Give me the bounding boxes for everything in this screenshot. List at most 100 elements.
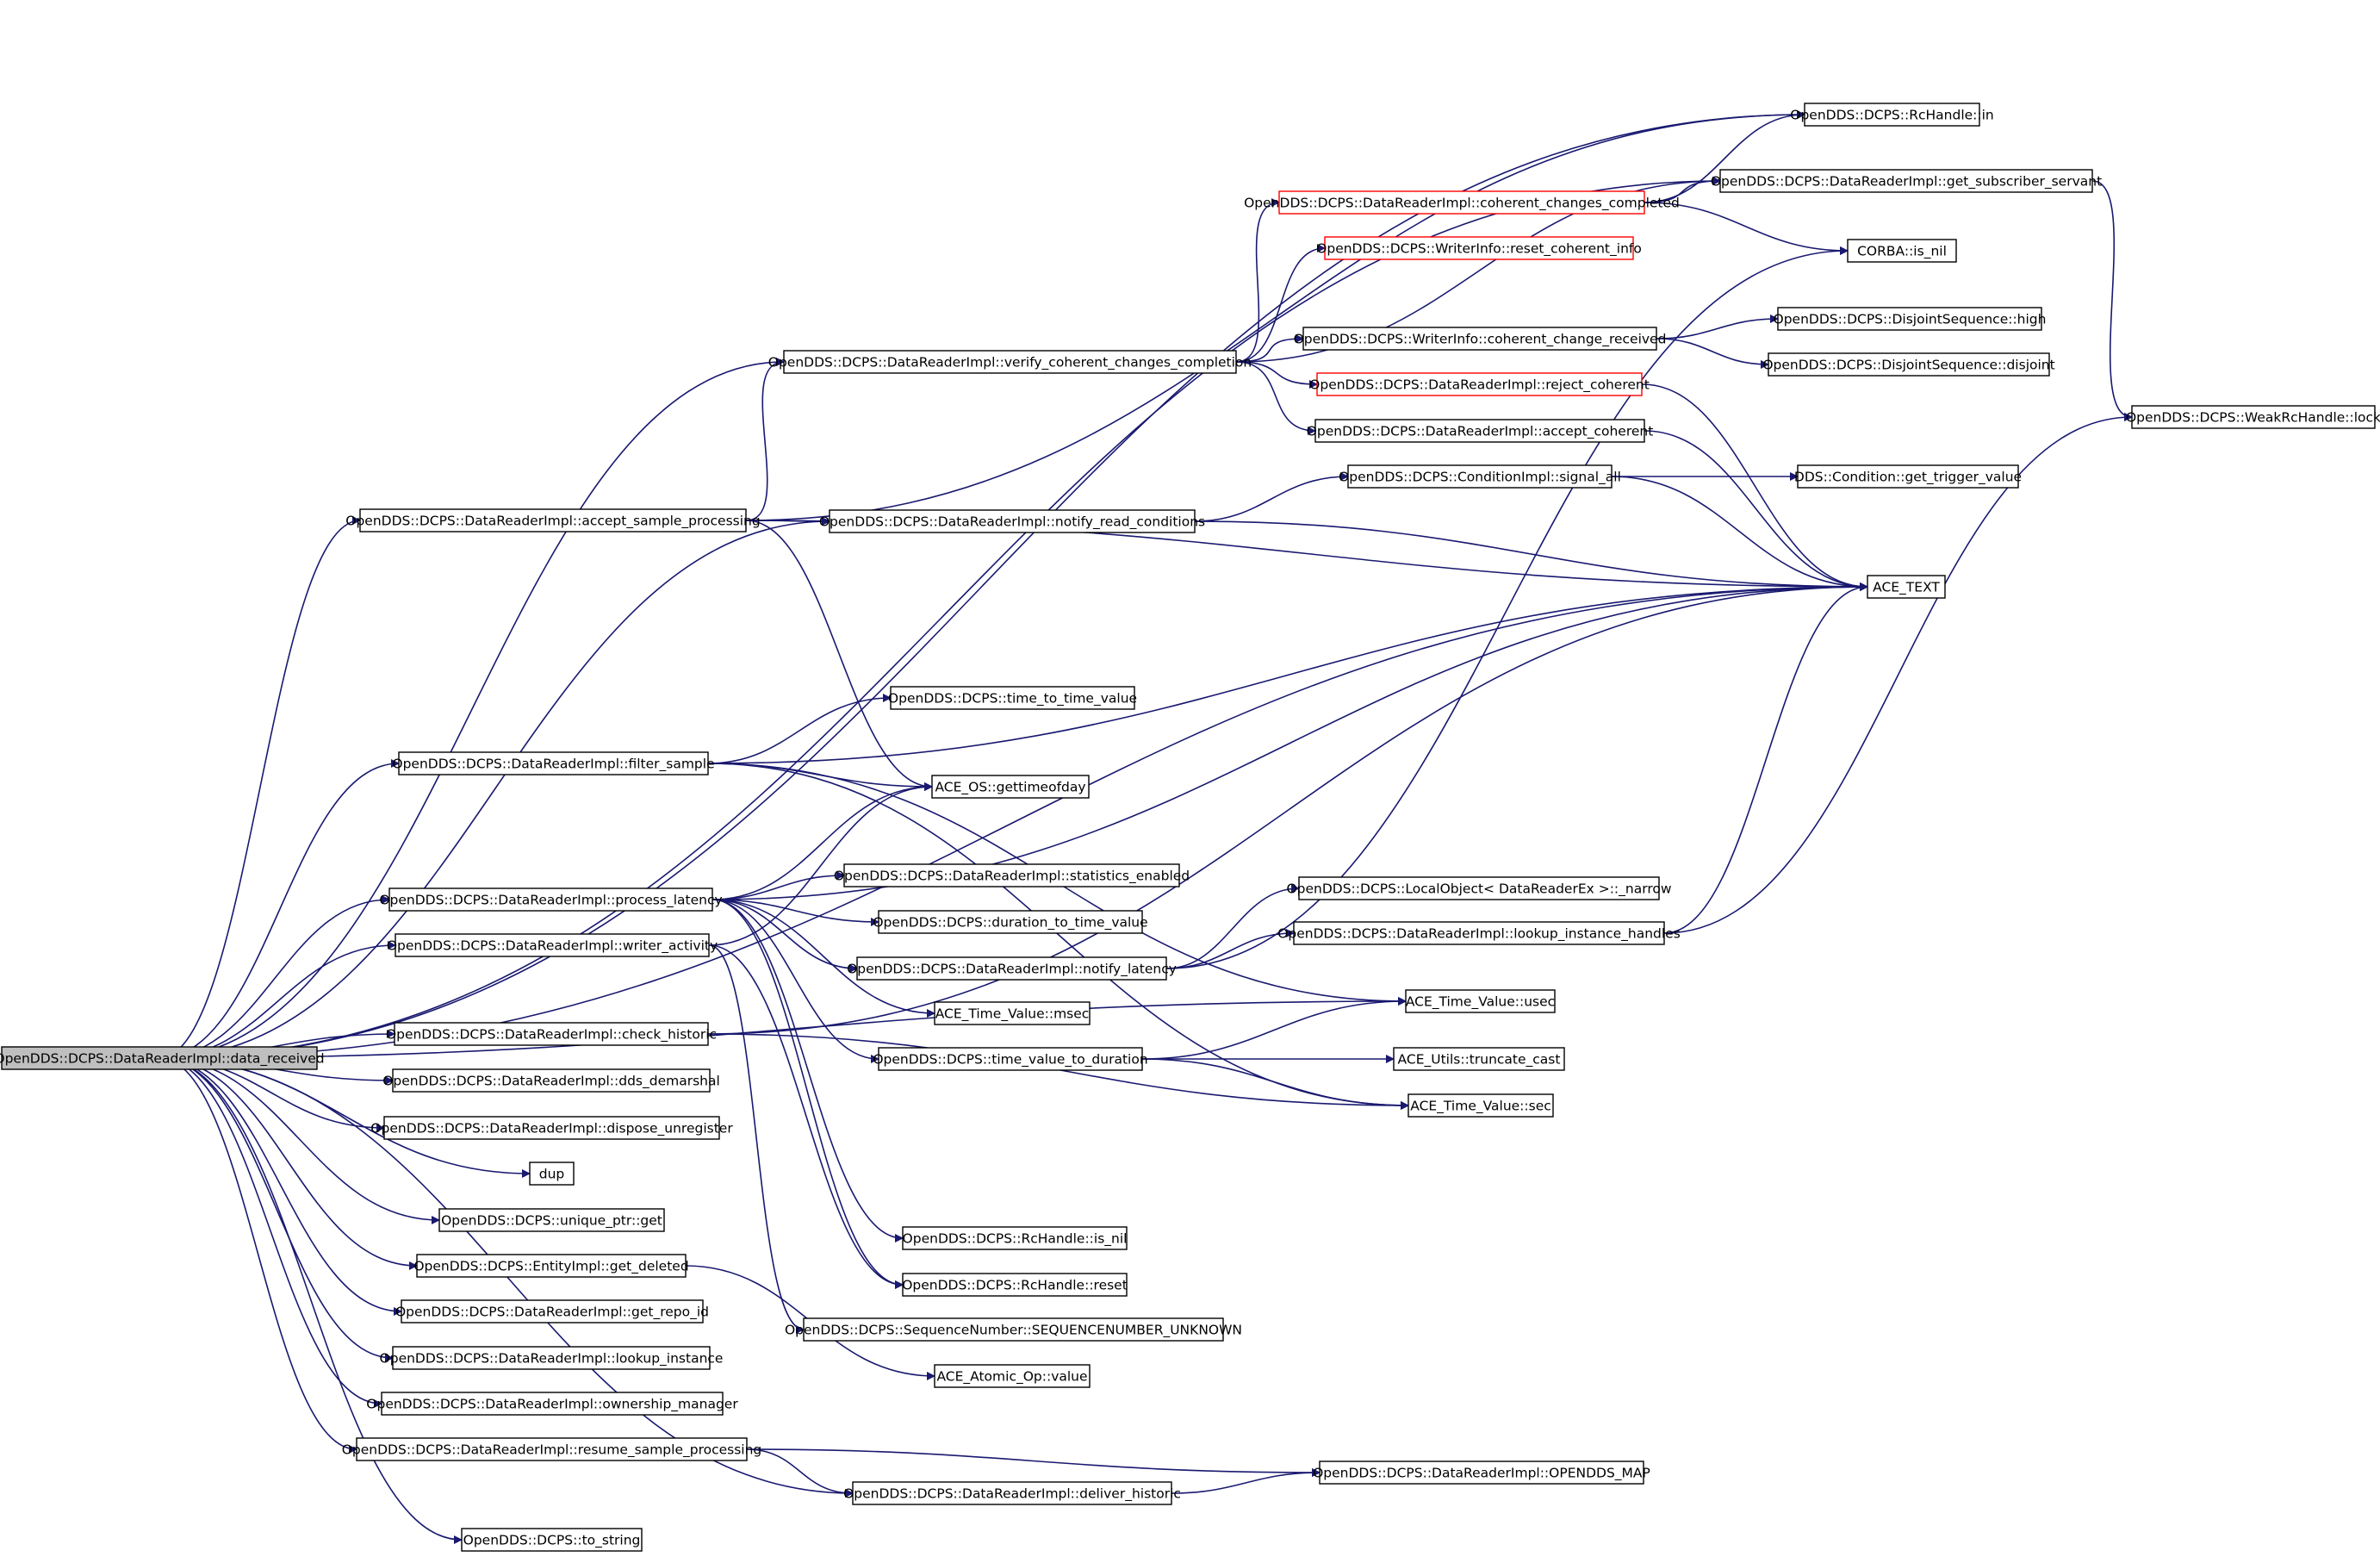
node-box — [398, 751, 709, 775]
node-disjoint-disjoint[interactable]: OpenDDS::DCPS::DisjointSequence::disjoin… — [1762, 352, 2055, 377]
node-rchandle-in[interactable]: OpenDDS::DCPS::RcHandle::in — [1790, 103, 1994, 127]
node-corba-is-nil[interactable]: CORBA::is_nil — [1847, 239, 1957, 263]
node-label: OpenDDS::DCPS::WriterInfo::coherent_chan… — [1294, 332, 1667, 348]
node-opendds-map[interactable]: OpenDDS::DCPS::DataReaderImpl::OPENDDS_M… — [1313, 1460, 1650, 1485]
node-box — [416, 1254, 687, 1278]
node-lookup-instance[interactable]: OpenDDS::DCPS::DataReaderImpl::lookup_in… — [380, 1346, 724, 1370]
node-label: OpenDDS::DCPS::unique_ptr::get — [441, 1213, 662, 1230]
edge-notify_latency-to-lookup_instance_handles — [1165, 929, 1295, 969]
edge-reject_coherent-to-ace_text — [1641, 383, 1868, 591]
node-label: OpenDDS::DCPS::DataReaderImpl::coherent_… — [1244, 196, 1680, 212]
edge-accept_sample_processing-to-rchandle_in — [745, 110, 1805, 521]
node-box — [902, 1273, 1128, 1297]
node-writer-activity[interactable]: OpenDDS::DCPS::DataReaderImpl::writer_ac… — [387, 933, 718, 957]
node-signal-all[interactable]: OpenDDS::DCPS::ConditionImpl::signal_all — [1339, 464, 1621, 489]
node-box — [931, 775, 1090, 799]
node-rchandle-reset[interactable]: OpenDDS::DCPS::RcHandle::reset — [902, 1273, 1128, 1297]
node-label: OpenDDS::DCPS::DataReaderImpl::ownership… — [366, 1397, 738, 1413]
edge-time_value_to_duration-to-tv_usec — [1141, 997, 1407, 1060]
node-label: ACE_Utils::truncate_cast — [1398, 1052, 1561, 1068]
node-get-trigger-value[interactable]: DDS::Condition::get_trigger_value — [1794, 464, 2022, 489]
edge-data_received-to-accept_sample_processing — [158, 516, 361, 1059]
node-atomic-value[interactable]: ACE_Atomic_Op::value — [934, 1364, 1091, 1388]
edge-accept_sample_processing-to-verify_coherent — [745, 358, 785, 521]
node-gettimeofday[interactable]: ACE_OS::gettimeofday — [931, 775, 1090, 799]
node-time-value-to-duration[interactable]: OpenDDS::DCPS::time_value_to_duration — [873, 1047, 1148, 1071]
node-box — [1347, 464, 1613, 489]
node-lookup-instance-handles[interactable]: OpenDDS::DCPS::DataReaderImpl::lookup_in… — [1277, 921, 1681, 945]
edge-data_received-to-rchandle_in — [158, 110, 1805, 1059]
node-resume-sample-processing[interactable]: OpenDDS::DCPS::DataReaderImpl::resume_sa… — [342, 1437, 762, 1461]
node-label: OpenDDS::DCPS::DataReaderImpl::lookup_in… — [380, 1351, 724, 1367]
node-filter-sample[interactable]: OpenDDS::DCPS::DataReaderImpl::filter_sa… — [392, 751, 715, 775]
node-box — [878, 1047, 1143, 1071]
node-label: OpenDDS::DCPS::WriterInfo::reset_coheren… — [1316, 241, 1642, 258]
node-box — [1, 1046, 318, 1070]
node-coherent-changes-completed[interactable]: OpenDDS::DCPS::DataReaderImpl::coherent_… — [1244, 190, 1680, 215]
edge-notify_latency-to-local_object_narrow — [1165, 884, 1300, 969]
edge-filter_sample-to-time_to_time_value — [707, 694, 892, 764]
node-weak-lock[interactable]: OpenDDS::DCPS::WeakRcHandle::lock — [2126, 405, 2380, 429]
node-dup[interactable]: dup — [529, 1162, 575, 1186]
edge-process_latency-to-notify_latency — [712, 899, 858, 973]
node-data-received: OpenDDS::DCPS::DataReaderImpl::data_rece… — [0, 1046, 325, 1070]
node-disjoint-high[interactable]: OpenDDS::DCPS::DisjointSequence::high — [1774, 307, 2047, 331]
node-local-object-narrow[interactable]: OpenDDS::DCPS::LocalObject< DataReaderEx… — [1286, 876, 1672, 900]
node-get-deleted[interactable]: OpenDDS::DCPS::EntityImpl::get_deleted — [413, 1254, 689, 1278]
node-label: OpenDDS::DCPS::DataReaderImpl::notify_la… — [847, 962, 1177, 978]
node-box — [1768, 352, 2050, 377]
node-coherent-change-received[interactable]: OpenDDS::DCPS::WriterInfo::coherent_chan… — [1294, 327, 1667, 351]
edge-data_received-to-resume_sample_processing — [158, 1057, 357, 1454]
edge-data_received-to-notify_read_conditions — [158, 517, 830, 1059]
edge-verify_coherent-to-reject_coherent — [1235, 361, 1318, 389]
node-get-subscriber-servant[interactable]: OpenDDS::DCPS::DataReaderImpl::get_subsc… — [1711, 169, 2102, 193]
node-statistics-enabled[interactable]: OpenDDS::DCPS::DataReaderImpl::statistic… — [834, 863, 1190, 887]
node-box — [1867, 575, 1946, 599]
node-duration-to-time-value[interactable]: OpenDDS::DCPS::duration_to_time_value — [873, 910, 1148, 934]
edge-process_latency-to-tv_msec — [712, 899, 935, 1018]
node-tv-sec[interactable]: ACE_Time_Value::sec — [1407, 1093, 1554, 1118]
node-label: OpenDDS::DCPS::duration_to_time_value — [873, 915, 1147, 931]
node-label: OpenDDS::DCPS::RcHandle::is_nil — [903, 1231, 1128, 1248]
node-notify-read-conditions[interactable]: OpenDDS::DCPS::DataReaderImpl::notify_re… — [819, 509, 1205, 533]
node-get-repo-id[interactable]: OpenDDS::DCPS::DataReaderImpl::get_repo_… — [395, 1299, 709, 1323]
edge-process_latency-to-gettimeofday — [712, 782, 933, 900]
node-dispose-unregister[interactable]: OpenDDS::DCPS::DataReaderImpl::dispose_u… — [370, 1116, 733, 1140]
node-ownership-manager[interactable]: OpenDDS::DCPS::DataReaderImpl::ownership… — [366, 1392, 738, 1416]
edge-lookup_instance_handles-to-ace_text — [1663, 582, 1868, 934]
edge-data_received-to-tv_usec — [158, 997, 1407, 1059]
node-notify-latency[interactable]: OpenDDS::DCPS::DataReaderImpl::notify_la… — [847, 956, 1177, 981]
edge-data_received-to-to_string — [158, 1057, 463, 1544]
node-truncate-cast[interactable]: ACE_Utils::truncate_cast — [1393, 1047, 1565, 1071]
edge-resume_sample_processing-to-opendds_map — [746, 1448, 1320, 1477]
node-box — [852, 1481, 1172, 1505]
node-tv-msec[interactable]: ACE_Time_Value::msec — [934, 1001, 1091, 1025]
node-label: OpenDDS::DCPS::DataReaderImpl::dds_demar… — [382, 1074, 720, 1090]
edge-check_historic-to-ace_text — [707, 582, 1868, 1035]
node-label: OpenDDS::DCPS::DataReaderImpl::notify_re… — [819, 514, 1205, 531]
node-to-string[interactable]: OpenDDS::DCPS::to_string — [461, 1528, 643, 1552]
node-accept-coherent[interactable]: OpenDDS::DCPS::DataReaderImpl::accept_co… — [1307, 419, 1654, 443]
node-reset-coherent-info[interactable]: OpenDDS::DCPS::WriterInfo::reset_coheren… — [1316, 236, 1642, 260]
edge-data_received-to-writer_activity — [158, 941, 396, 1059]
node-label: ACE_Atomic_Op::value — [936, 1369, 1087, 1386]
node-reject-coherent[interactable]: OpenDDS::DCPS::DataReaderImpl::reject_co… — [1309, 372, 1650, 396]
node-time-to-time-value[interactable]: OpenDDS::DCPS::time_to_time_value — [888, 686, 1137, 710]
edge-deliver_historic-to-opendds_map — [1171, 1468, 1320, 1494]
node-label: OpenDDS::DCPS::DataReaderImpl::statistic… — [834, 869, 1190, 885]
node-label: OpenDDS::DCPS::DisjointSequence::disjoin… — [1762, 358, 2054, 373]
edge-notify_read_conditions-to-signal_all — [1194, 472, 1349, 522]
node-deliver-historic[interactable]: OpenDDS::DCPS::DataReaderImpl::deliver_h… — [843, 1481, 1181, 1505]
node-label: ACE_Time_Value::msec — [935, 1006, 1090, 1023]
node-check-historic[interactable]: OpenDDS::DCPS::DataReaderImpl::check_his… — [386, 1022, 717, 1046]
node-rchandle-is-nil[interactable]: OpenDDS::DCPS::RcHandle::is_nil — [902, 1226, 1128, 1250]
node-process-latency[interactable]: OpenDDS::DCPS::DataReaderImpl::process_l… — [379, 887, 723, 912]
edge-data_received-to-filter_sample — [158, 759, 400, 1059]
node-unique-ptr-get[interactable]: OpenDDS::DCPS::unique_ptr::get — [438, 1208, 665, 1232]
node-verify-coherent[interactable]: OpenDDS::DCPS::DataReaderImpl::verify_co… — [768, 350, 1252, 374]
node-ace-text[interactable]: ACE_TEXT — [1867, 575, 1946, 599]
node-dds-demarshal[interactable]: OpenDDS::DCPS::DataReaderImpl::dds_demar… — [382, 1068, 720, 1093]
node-accept-sample-processing[interactable]: OpenDDS::DCPS::DataReaderImpl::accept_sa… — [345, 508, 761, 532]
node-tv-usec[interactable]: ACE_Time_Value::usec — [1405, 989, 1556, 1013]
node-seq-unknown[interactable]: OpenDDS::DCPS::SequenceNumber::SEQUENCEN… — [785, 1317, 1242, 1342]
